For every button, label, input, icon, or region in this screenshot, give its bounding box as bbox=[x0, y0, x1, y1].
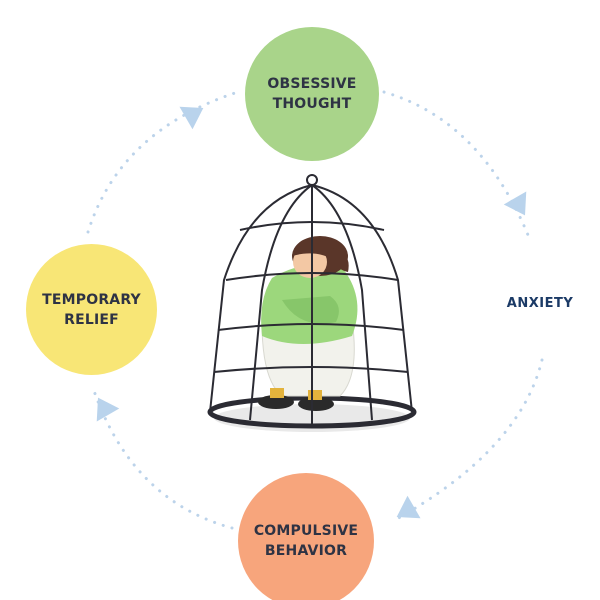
node-temporary-relief: TEMPORARY RELIEF bbox=[26, 244, 157, 375]
cage-icon bbox=[209, 174, 413, 426]
arrow-right-bottom-icon bbox=[396, 495, 421, 519]
arrow-left-top-icon bbox=[179, 106, 204, 130]
node-temporary-relief-label: TEMPORARY RELIEF bbox=[42, 291, 141, 328]
node-compulsive-behavior-label: COMPULSIVE BEHAVIOR bbox=[253, 523, 359, 559]
arrow-right-top-icon bbox=[503, 191, 527, 216]
anxiety-label: ANXIETY bbox=[506, 296, 574, 311]
arc-relief-to-obsessive bbox=[86, 90, 240, 234]
cycle-arrows bbox=[96, 106, 527, 519]
arc-obsessive-to-anxiety bbox=[382, 90, 530, 237]
node-compulsive-behavior: COMPULSIVE BEHAVIOR bbox=[238, 473, 374, 600]
node-obsessive-thought-label: OBSESSIVE THOUGHT bbox=[267, 76, 357, 112]
arrow-left-bottom-icon bbox=[96, 397, 120, 422]
arc-anxiety-to-compulsive bbox=[393, 358, 544, 522]
node-obsessive-thought: OBSESSIVE THOUGHT bbox=[245, 27, 379, 161]
caged-person-icon bbox=[207, 174, 417, 432]
